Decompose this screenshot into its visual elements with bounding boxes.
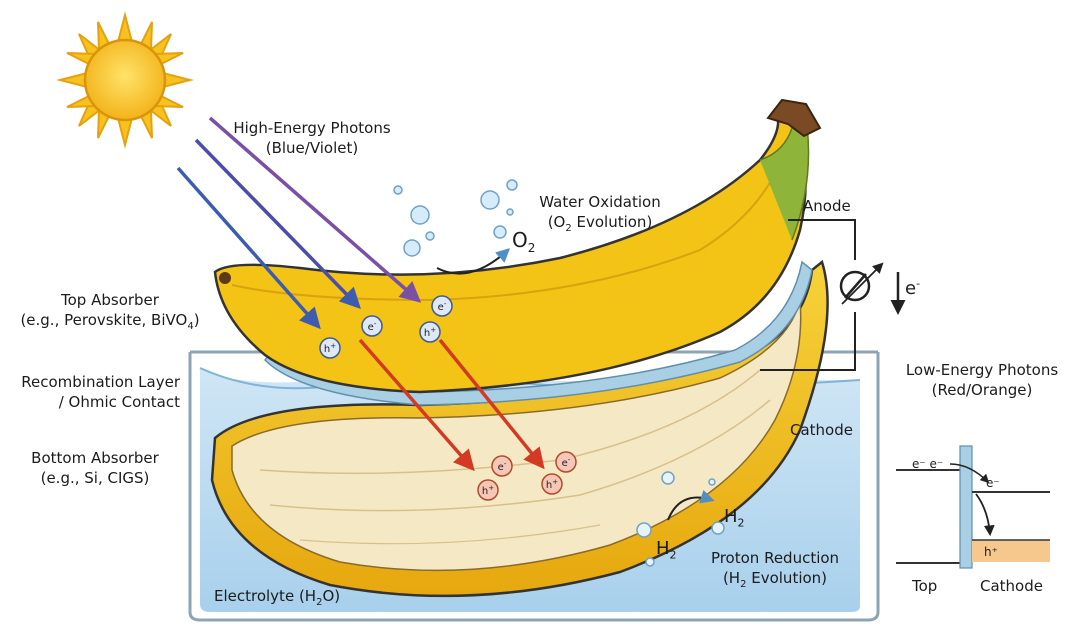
band-diagram: e⁻ e⁻ e⁻ h⁺ — [896, 446, 1050, 568]
band-top-label: Top — [912, 576, 937, 596]
anode-label: Anode — [803, 196, 851, 216]
o2-bubbles — [394, 180, 517, 256]
h2-product-label: H2 — [724, 506, 745, 535]
electron-flow-label: e- — [905, 274, 920, 299]
sun-icon — [60, 15, 190, 145]
low-energy-photons-label: Low-Energy Photons (Red/Orange) — [895, 360, 1069, 400]
proton-reduction-label: Proton Reduction (H2 Evolution) — [690, 548, 860, 595]
band-electron-pair: e⁻ e⁻ — [912, 457, 943, 471]
water-oxidation-label: Water Oxidation (O2 Evolution) — [525, 192, 675, 239]
band-cathode-label: Cathode — [980, 576, 1043, 596]
bottom-absorber-label: Bottom Absorber (e.g., Si, CIGS) — [10, 448, 180, 488]
electrolyte-label: Electrolyte (H2O) — [214, 586, 340, 613]
cathode-label: Cathode — [790, 420, 853, 440]
high-energy-photons-label: High-Energy Photons (Blue/Violet) — [212, 118, 412, 158]
band-hole: h⁺ — [984, 545, 998, 559]
top-absorber-label: Top Absorber (e.g., Perovskite, BiVO4) — [10, 290, 210, 337]
h2-bubble-label: H2 — [656, 538, 677, 567]
o2-label: O2 — [512, 228, 535, 260]
band-electron-transfer: e⁻ — [986, 476, 1000, 490]
recombination-layer-label: Recombination Layer / Ohmic Contact — [0, 372, 180, 412]
